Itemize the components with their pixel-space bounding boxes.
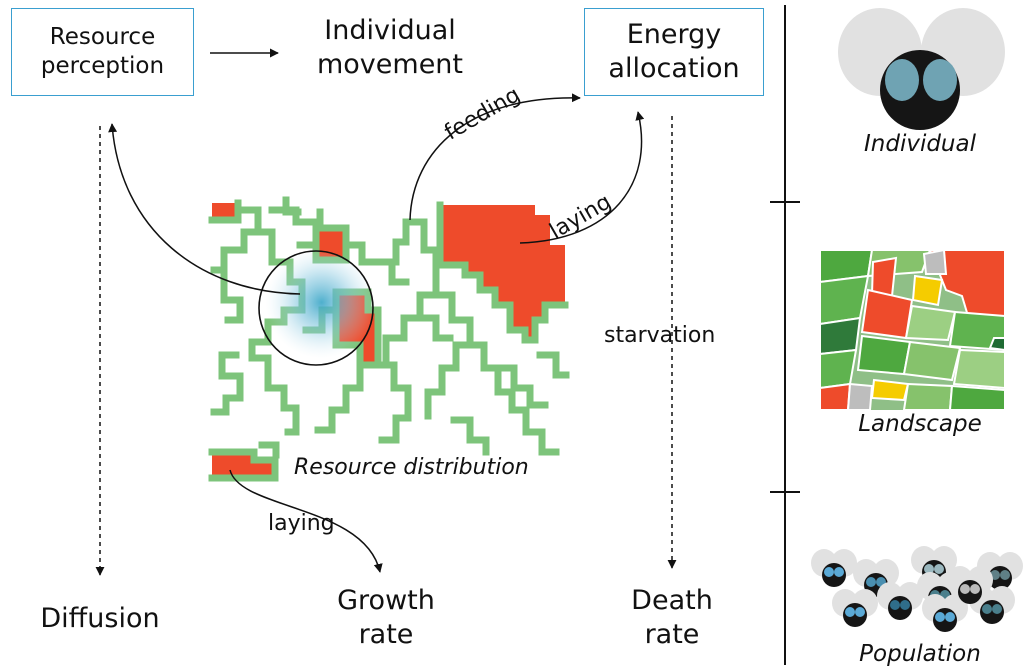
scale-individual-label: Individual — [863, 131, 976, 157]
laying-bottom-arrow — [229, 469, 383, 573]
map-to-perception-arrow — [108, 123, 301, 295]
feeding-arrow — [409, 93, 581, 221]
starvation-label: starvation — [604, 323, 716, 348]
death-rate-label: Death rate — [631, 585, 713, 650]
growth-rate-label: Growth rate — [337, 585, 435, 650]
landscape-thumbnail — [820, 250, 1005, 410]
resource-distribution-label: Resource distribution — [294, 455, 529, 480]
scale-population-label: Population — [859, 641, 981, 667]
flow-arrows — [95, 48, 677, 576]
scale-divider — [770, 5, 800, 665]
energy-allocation-box: Energy allocation — [584, 8, 764, 96]
laying-bottom-label: laying — [268, 511, 335, 536]
resource-perception-label: Resource perception — [40, 24, 165, 79]
population-flies-icon — [811, 546, 1023, 632]
perception-gradient — [260, 252, 372, 364]
scale-landscape-label: Landscape — [858, 411, 982, 437]
diffusion-label: Diffusion — [40, 603, 160, 634]
perception-radius-circle — [258, 250, 374, 366]
laying-top-arrow — [519, 111, 645, 244]
individual-movement-label: Individual movement — [316, 15, 464, 80]
energy-allocation-label: Energy allocation — [608, 19, 740, 84]
resource-distribution-map — [208, 196, 570, 482]
resource-perception-box: Resource perception — [11, 8, 194, 96]
individual-fly-icon — [838, 8, 1005, 130]
